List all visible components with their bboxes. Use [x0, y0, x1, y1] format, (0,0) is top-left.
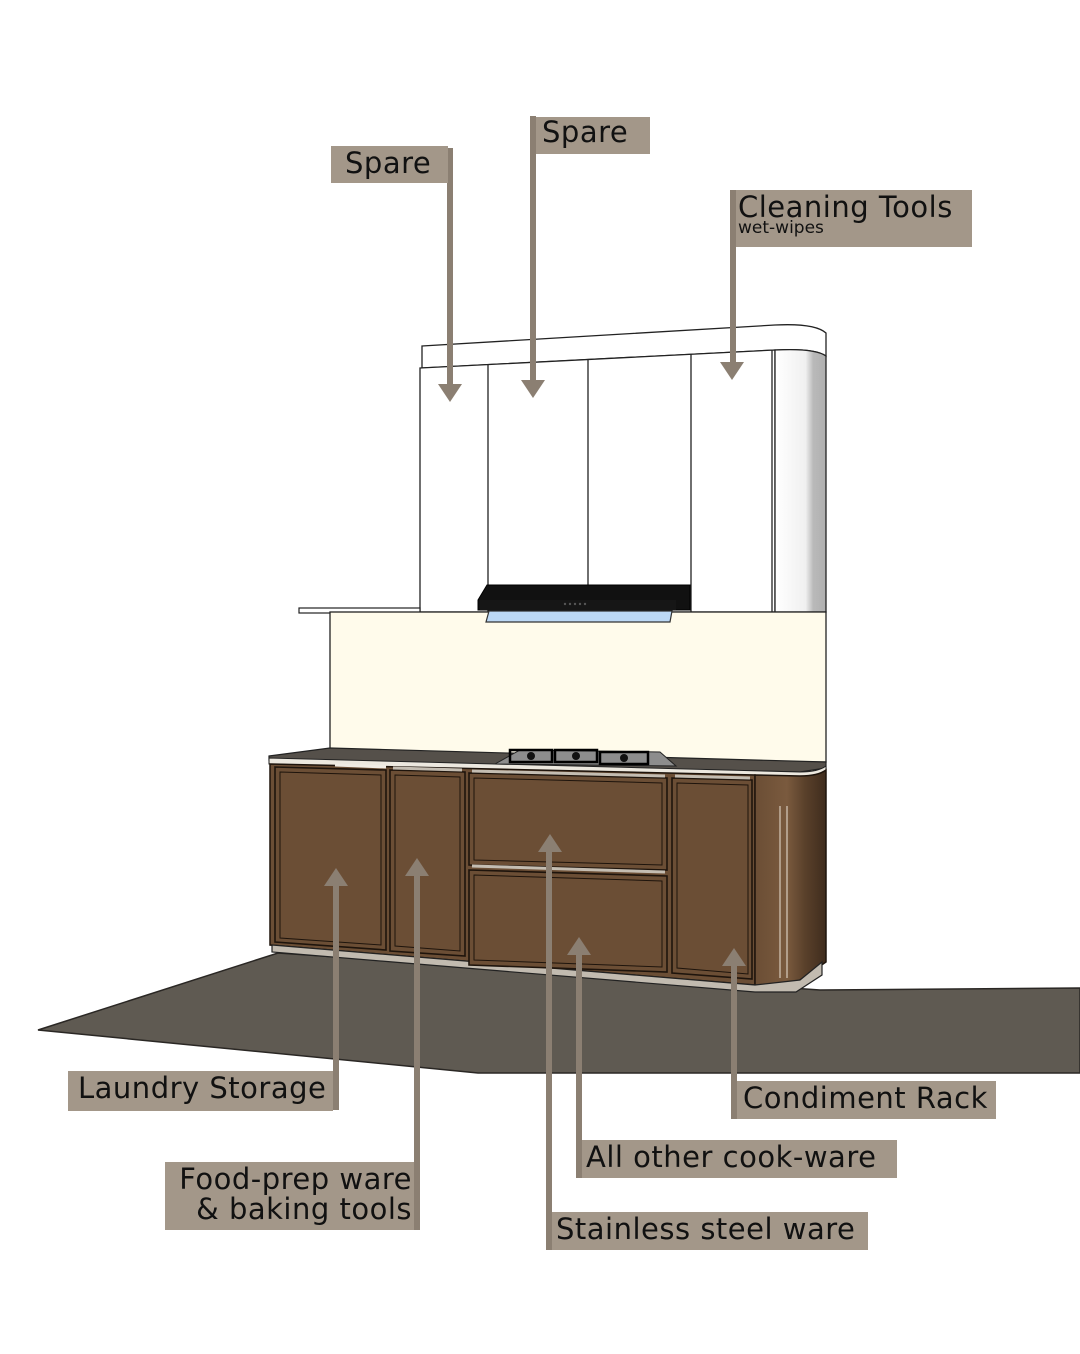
upper-cabinet-rounded-end — [774, 348, 827, 613]
label-food-prep-line2: & baking tools — [196, 1192, 412, 1227]
base-cabinet-rounded-end — [754, 768, 827, 987]
callout-arrows — [324, 116, 746, 1250]
arrow-down-icon — [438, 384, 462, 402]
backsplash — [329, 611, 827, 763]
arrow-up-icon — [567, 937, 591, 955]
arrow-down-icon — [720, 362, 744, 380]
arrow-up-icon — [324, 868, 348, 886]
label-laundry-storage-title: Laundry Storage — [78, 1071, 327, 1105]
arrow-up-icon — [722, 948, 746, 966]
label-condiment-rack: Condiment Rack — [737, 1081, 996, 1119]
label-spare-left: Spare — [331, 146, 448, 183]
label-cleaning-tools-subtitle: wet-wipes — [738, 218, 824, 239]
label-all-other-cookware-title: All other cook-ware — [586, 1140, 877, 1174]
label-spare-left-title: Spare — [345, 146, 432, 180]
label-food-prep: Food-prep ware & baking tools — [165, 1162, 414, 1230]
label-all-other-cookware: All other cook-ware — [582, 1140, 897, 1178]
arrow-up-icon — [405, 858, 429, 876]
label-laundry-storage: Laundry Storage — [68, 1071, 333, 1111]
arrow-up-icon — [538, 834, 562, 852]
label-cleaning-tools-title: Cleaning Tools — [738, 190, 953, 224]
label-stainless-steel: Stainless steel ware — [552, 1212, 868, 1250]
label-condiment-rack-title: Condiment Rack — [743, 1081, 988, 1115]
label-spare-center-title: Spare — [542, 115, 629, 149]
range-hood-light — [485, 610, 673, 623]
label-food-prep-line1: Food-prep ware — [179, 1162, 412, 1196]
label-cleaning-tools: Cleaning Tools wet-wipes — [736, 190, 972, 247]
gas-cooktop — [493, 748, 678, 767]
arrow-down-icon — [521, 380, 545, 398]
label-spare-center: Spare — [536, 117, 650, 154]
upper-cabinet-body — [419, 349, 776, 613]
base-doors — [274, 766, 753, 980]
label-stainless-steel-title: Stainless steel ware — [556, 1212, 856, 1246]
